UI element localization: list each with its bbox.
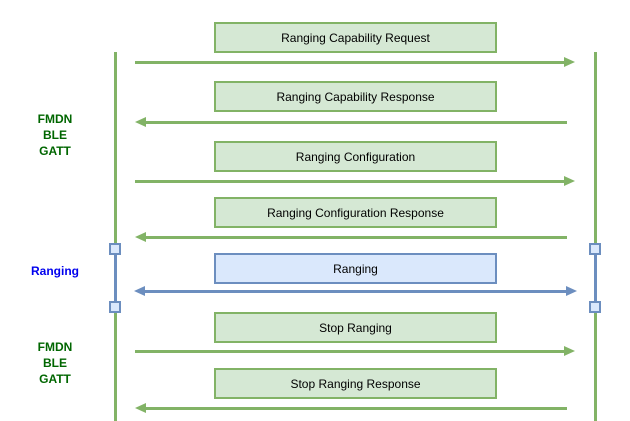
arrow-line	[146, 406, 567, 410]
arrow-line	[135, 60, 564, 64]
arrowhead-right-icon	[564, 345, 575, 356]
message-label: Stop Ranging	[319, 320, 392, 335]
label-fmdn-ble-gatt-top: FMDN BLE GATT	[0, 111, 110, 159]
arrow-stop-ranging-response	[135, 402, 567, 414]
message-box-ranging-capability-request: Ranging Capability Request	[214, 22, 497, 53]
message-box-ranging: Ranging	[214, 253, 497, 284]
message-box-ranging-configuration-response: Ranging Configuration Response	[214, 197, 497, 228]
arrow-ranging-configuration	[135, 175, 575, 187]
message-label: Ranging Capability Response	[276, 89, 435, 104]
message-label: Ranging Capability Request	[281, 30, 430, 45]
arrow-ranging-capability-response	[135, 116, 567, 128]
lifeline-right	[593, 52, 597, 421]
ranging-session-segment-left	[113, 249, 117, 307]
message-box-stop-ranging-response: Stop Ranging Response	[214, 368, 497, 399]
label-line: BLE	[43, 356, 67, 370]
message-box-stop-ranging: Stop Ranging	[214, 312, 497, 343]
label-line: GATT	[39, 144, 71, 158]
message-box-ranging-capability-response: Ranging Capability Response	[214, 81, 497, 112]
activation-endpoint-square	[589, 243, 601, 255]
arrowhead-right-icon	[566, 286, 577, 296]
arrowhead-right-icon	[564, 175, 575, 186]
message-label: Ranging Configuration Response	[267, 205, 444, 220]
arrow-ranging-capability-request	[135, 56, 575, 68]
activation-endpoint-square	[109, 243, 121, 255]
message-box-ranging-configuration: Ranging Configuration	[214, 141, 497, 172]
arrowhead-right-icon	[564, 56, 575, 67]
arrow-ranging-configuration-response	[135, 231, 567, 243]
arrowhead-left-icon	[135, 402, 146, 413]
message-label: Ranging Configuration	[295, 149, 416, 164]
arrowhead-left-icon	[135, 231, 146, 242]
arrow-line	[146, 235, 567, 239]
arrowhead-left-icon	[135, 116, 146, 127]
label-line: FMDN	[37, 340, 73, 354]
arrowhead-left-icon	[134, 286, 145, 296]
label-line: BLE	[43, 128, 67, 142]
arrow-line	[145, 290, 566, 293]
label-ranging: Ranging	[0, 265, 110, 278]
message-label: Stop Ranging Response	[290, 376, 421, 391]
lifeline-left	[113, 52, 117, 421]
arrow-ranging-bidirectional	[134, 286, 577, 297]
label-line: Ranging	[31, 264, 79, 278]
activation-endpoint-square	[109, 301, 121, 313]
arrow-line	[135, 349, 564, 353]
label-line: GATT	[39, 372, 71, 386]
activation-endpoint-square	[589, 301, 601, 313]
ranging-session-segment-right	[593, 249, 597, 307]
arrow-stop-ranging	[135, 345, 575, 357]
arrow-line	[146, 120, 567, 124]
message-label: Ranging	[333, 261, 378, 276]
label-line: FMDN	[37, 112, 73, 126]
arrow-line	[135, 179, 564, 183]
label-fmdn-ble-gatt-bottom: FMDN BLE GATT	[0, 339, 110, 387]
